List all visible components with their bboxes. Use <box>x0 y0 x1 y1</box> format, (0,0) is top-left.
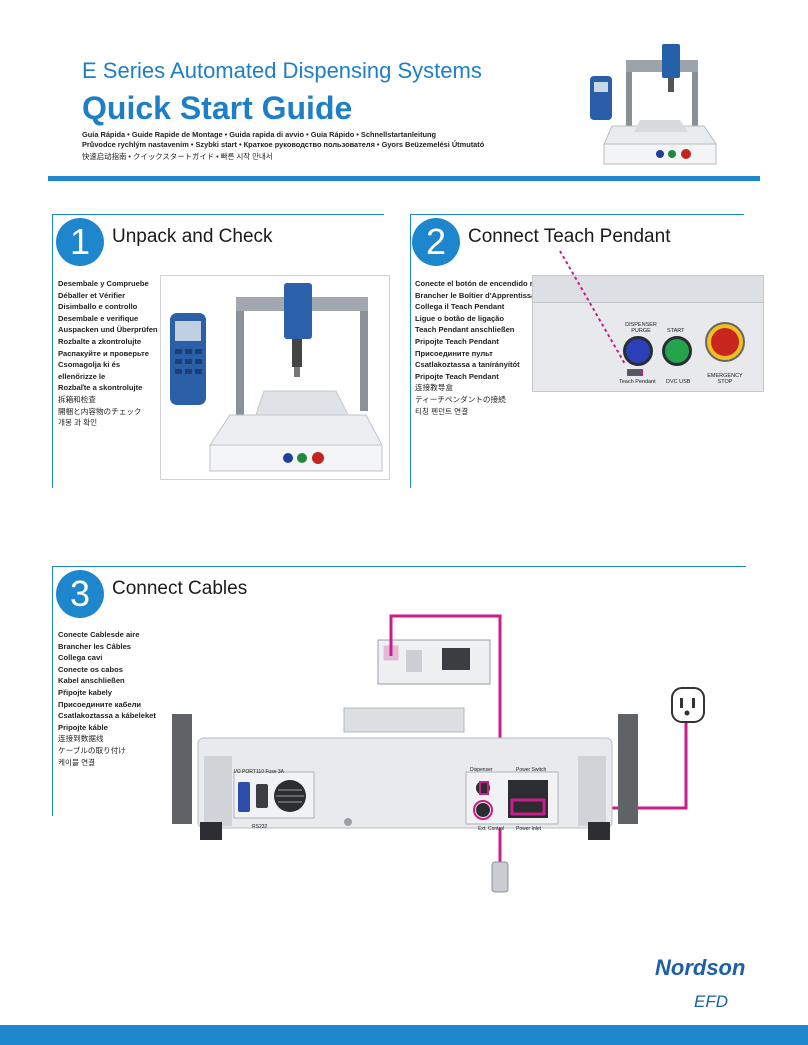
translation-item: Conecte os cabos <box>58 664 123 674</box>
section-1-rule <box>52 214 384 215</box>
translation-item: Collega il Teach Pendant <box>415 302 505 312</box>
translation-item: Desembale e verifique <box>58 313 139 323</box>
translation-item: Csatlakoztassa a kábeleket <box>58 711 156 721</box>
translation-item: ティーチペンダントの接続 <box>415 394 506 404</box>
header-machine-illustration <box>590 44 717 165</box>
efd-logo: EFD <box>694 992 728 1011</box>
step-2-number: 2 <box>412 218 460 266</box>
translation-item: 티칭 펜던트 연결 <box>415 406 469 416</box>
main-title: Quick Start Guide <box>82 90 353 126</box>
translation-item: 连接教导盒 <box>415 383 453 393</box>
power-switch-label: Power Switch <box>516 767 547 773</box>
translation-item: Teach Pendant anschließen <box>415 325 515 335</box>
step-2-title: Connect Teach Pendant <box>468 226 671 247</box>
translation-item: Disimballo e controllo <box>58 302 138 312</box>
translation-item: Déballer et Vérifier <box>58 290 126 300</box>
emergency-stop-base <box>705 322 745 362</box>
start-button[interactable] <box>662 336 692 366</box>
emergency-stop-button[interactable] <box>711 328 739 356</box>
translation-item: Pripojte Teach Pendant <box>415 336 499 346</box>
header-divider-bar <box>48 176 760 181</box>
translation-item: Conecte Cablesde aire <box>58 630 140 639</box>
translation-item: ケーブルの取り付け <box>58 745 126 755</box>
translation-item: Brancher les Câbles <box>58 641 132 651</box>
section-2-vrule <box>410 214 411 488</box>
translation-item: Kabel anschließen <box>58 676 125 686</box>
unpack-machine-image <box>160 275 390 480</box>
step-3-number: 3 <box>56 570 104 618</box>
translation-item: 개봉 과 확인 <box>58 418 98 428</box>
emergency-stop-label: EMERGENCY STOP <box>707 373 743 385</box>
series-title: E Series Automated Dispensing Systems <box>82 58 482 83</box>
step-1-title: Unpack and Check <box>112 226 273 247</box>
section-1-vrule <box>52 214 53 488</box>
translation-item: Pripojte káble <box>58 722 108 732</box>
translation-item: Auspacken und Überprüfen <box>58 325 158 335</box>
translation-item: Присоедините кабели <box>58 699 142 709</box>
step-3-title: Connect Cables <box>112 578 248 599</box>
dispenser-purge-label: DISPENSER PURGE <box>625 322 657 334</box>
dispenser-label: Dispenser <box>470 767 493 773</box>
step-1-number: 1 <box>56 218 104 266</box>
start-label: START <box>667 328 685 334</box>
translation-item: Ligue o botão de ligação <box>415 313 505 323</box>
translation-item: Rozbalte a zkontrolujte <box>58 336 142 346</box>
section-2-rule <box>410 214 744 215</box>
subtitle-line-3: 快速启动指南 • クイックスタートガイド • 빠른 시작 안내서 <box>82 152 273 161</box>
translation-item: 拆箱和检查 <box>58 394 96 404</box>
translation-item: Připojte kabely <box>58 687 113 697</box>
purge-button[interactable] <box>623 336 653 366</box>
fuse-label: 110 Fuse 3A <box>256 769 284 775</box>
dvc-usb-label: DVC USB <box>666 379 691 385</box>
teach-pendant-label: Teach Pendant <box>619 379 656 385</box>
io-port-label: I/O PORT <box>234 769 256 775</box>
translation-item: Csomagolja ki és <box>58 360 121 370</box>
translation-item: Brancher le Boîtier d'Apprentissage <box>415 290 545 300</box>
footer-bar <box>0 1025 808 1045</box>
translation-item: 케이블 연결 <box>58 757 96 767</box>
panel-top-strip <box>533 276 763 303</box>
rs232-label: RS232 <box>252 824 268 830</box>
teach-pendant-port[interactable] <box>627 369 643 376</box>
translation-item: 開梱と内容物のチェック <box>58 406 142 416</box>
translation-item: Desembale y Compruebe <box>58 279 149 288</box>
subtitle-line-1: Guía Rápida • Guide Rapide de Montage • … <box>82 130 437 139</box>
rear-panel-illustration <box>172 614 705 893</box>
pendant-pointer-line <box>559 250 626 365</box>
translation-item: Распакуйте и проверьте <box>58 348 149 358</box>
section-3-vrule <box>52 566 53 816</box>
power-inlet-label: Power Inlet <box>516 826 542 832</box>
section-3-rule <box>52 566 746 567</box>
translation-item: ellenőrizze le <box>58 371 106 381</box>
translation-item: 连接到数据线 <box>58 734 104 744</box>
subtitle-line-2: Průvodce rychlým nastavením • Szybki sta… <box>82 140 485 149</box>
front-panel-image: DISPENSER PURGE START EMERGENCY STOP Tea… <box>532 275 764 392</box>
step-3-translations: Conecte Cablesde aire Brancher les Câble… <box>58 629 156 768</box>
translation-item: Csatlakoztassa a tanírányítót <box>415 360 520 370</box>
ext-control-label: Ext. Control <box>478 826 505 832</box>
translation-item: Присоедините пульт <box>415 348 493 358</box>
translation-item: Rozbaľte a skontrolujte <box>58 383 143 393</box>
nordson-logo: Nordson <box>655 955 746 980</box>
translation-item: Conecte el botón de encendido r <box>415 279 533 288</box>
translation-item: Pripojte Teach Pendant <box>415 371 499 381</box>
translation-item: Collega cavi <box>58 653 103 663</box>
step-1-translations: Desembale y Compruebe Déballer et Vérifi… <box>58 278 158 429</box>
step-2-translations: Conecte el botón de encendido r Brancher… <box>415 278 544 417</box>
